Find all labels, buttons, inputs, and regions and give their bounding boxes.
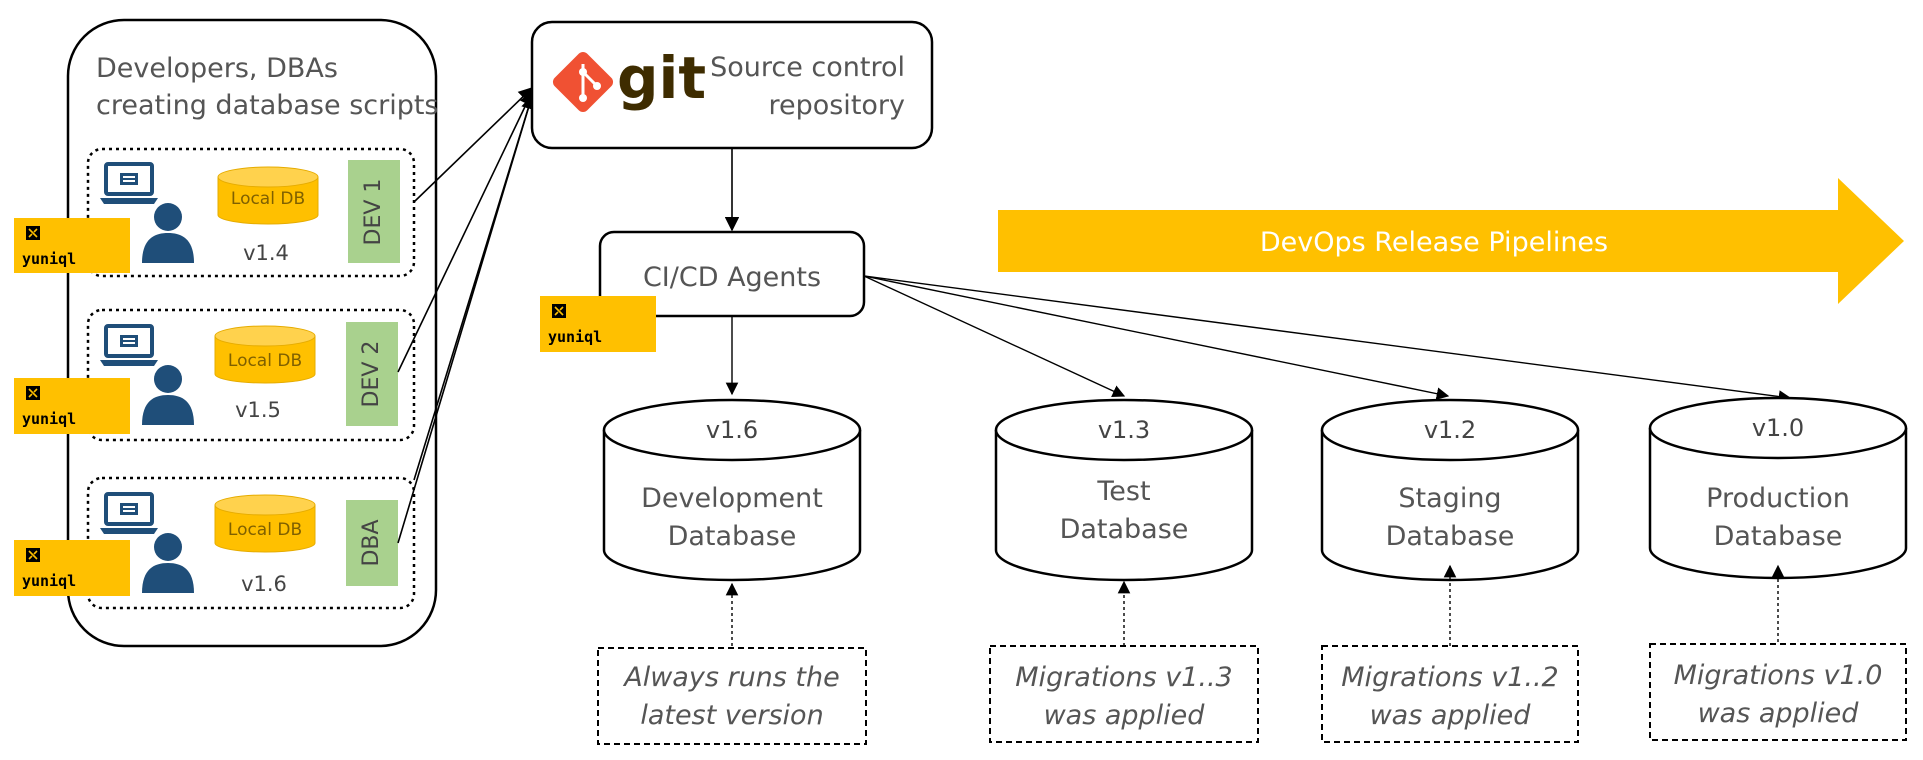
developer-card-dev1: Local DB v1.4 DEV 1: [86, 147, 416, 278]
local-db-label: Local DB: [231, 189, 305, 209]
role-tag: [346, 500, 398, 586]
db-name-line1: Production: [1706, 483, 1850, 514]
role-tag: [346, 322, 398, 426]
pipeline-label: DevOps Release Pipelines: [1260, 227, 1608, 258]
dev-version: v1.6: [241, 572, 287, 596]
note-line2: was applied: [1044, 700, 1206, 731]
ci-cd-label: CI/CD Agents: [643, 262, 821, 293]
note-development: Always runs the latest version: [597, 647, 867, 745]
note-test: Migrations v1..3 was applied: [989, 645, 1259, 743]
repo-label-line2: repository: [768, 90, 905, 121]
git-wordmark: git: [617, 44, 706, 112]
repo-label-line1: Source control: [710, 52, 905, 83]
team-title-line2: creating database scripts: [96, 90, 439, 121]
yuniql-label: yuniql: [22, 572, 76, 590]
ci-cd-box: CI/CD Agents: [598, 230, 866, 318]
git-logo-icon: [552, 51, 614, 113]
note-line1: Migrations v1.0: [1674, 660, 1883, 691]
database-development: v1.6 Development Database: [602, 398, 862, 582]
db-version: v1.3: [1098, 416, 1150, 444]
db-name-line2: Database: [668, 521, 797, 552]
yuniql-badge: yuniql: [540, 296, 656, 352]
role-tag: [348, 160, 400, 263]
yuniql-logo-icon: [25, 385, 41, 401]
yuniql-logo-icon: [551, 303, 567, 319]
note-line2: latest version: [640, 700, 823, 731]
dev-version: v1.4: [243, 241, 289, 265]
note-line2: was applied: [1370, 700, 1532, 731]
yuniql-label: yuniql: [22, 410, 76, 428]
deploy-arrows: [725, 275, 1792, 403]
role-tag-label: DBA: [359, 519, 384, 566]
db-version: v1.0: [1752, 414, 1804, 442]
database-test: v1.3 Test Database: [994, 398, 1254, 582]
developer-card-dba: Local DB v1.6 DBA: [86, 476, 416, 610]
note-line2: was applied: [1698, 698, 1860, 729]
note-arrows: [725, 564, 1785, 646]
db-name-line1: Test: [1096, 476, 1150, 507]
note-line1: Migrations v1..3: [1015, 662, 1232, 693]
note-line1: Always runs the: [622, 662, 840, 693]
developer-card-dev2: Local DB v1.5 DEV 2: [86, 308, 416, 442]
yuniql-label: yuniql: [548, 328, 602, 346]
local-db-label: Local DB: [228, 520, 302, 540]
yuniql-badge: yuniql: [14, 540, 130, 596]
note-line1: Migrations v1..2: [1341, 662, 1558, 693]
team-title-line1: Developers, DBAs: [96, 53, 338, 84]
db-version: v1.2: [1424, 416, 1476, 444]
db-name-line2: Database: [1060, 514, 1189, 545]
database-production: v1.0 Production Database: [1648, 396, 1908, 580]
role-tag-label: DEV 1: [361, 179, 386, 246]
note-staging: Migrations v1..2 was applied: [1321, 645, 1579, 743]
note-production: Migrations v1.0 was applied: [1649, 643, 1907, 741]
dev-version: v1.5: [235, 398, 281, 422]
yuniql-label: yuniql: [22, 250, 76, 268]
yuniql-badge: yuniql: [14, 218, 130, 273]
db-name-line1: Development: [641, 483, 823, 514]
yuniql-badge: yuniql: [14, 378, 130, 434]
local-db-icon: [217, 166, 319, 225]
db-name-line1: Staging: [1398, 483, 1501, 514]
commit-arrows: [397, 86, 536, 544]
yuniql-logo-icon: [25, 547, 41, 563]
local-db-label: Local DB: [228, 351, 302, 371]
database-staging: v1.2 Staging Database: [1320, 398, 1580, 582]
role-tag-label: DEV 2: [359, 341, 384, 408]
db-name-line2: Database: [1386, 521, 1515, 552]
db-version: v1.6: [706, 416, 758, 444]
local-db-icon: [214, 325, 316, 384]
local-db-icon: [214, 494, 316, 553]
yuniql-logo-icon: [25, 225, 41, 241]
db-name-line2: Database: [1714, 521, 1843, 552]
source-control-box: git Source control repository: [530, 20, 934, 150]
pipeline-arrow: DevOps Release Pipelines: [998, 178, 1904, 304]
